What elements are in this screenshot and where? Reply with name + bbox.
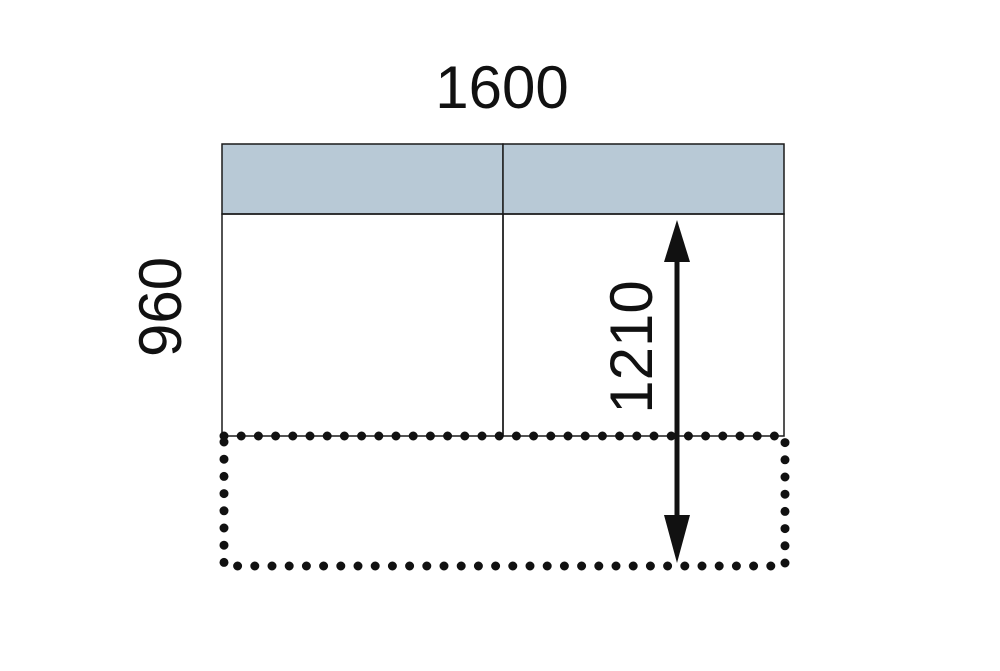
depth-dimension-label: 960 — [127, 257, 194, 357]
extended-area-dotted-outline — [219, 431, 790, 571]
extended-depth-label: 1210 — [598, 280, 665, 413]
arrowhead-bottom — [664, 515, 690, 563]
arrowhead-top — [664, 220, 690, 262]
back-panel-left — [221, 143, 504, 215]
seat-module-left — [221, 213, 504, 437]
width-dimension-label: 1600 — [435, 54, 568, 121]
back-panel-right — [502, 143, 785, 215]
seat-module-right — [502, 213, 785, 437]
